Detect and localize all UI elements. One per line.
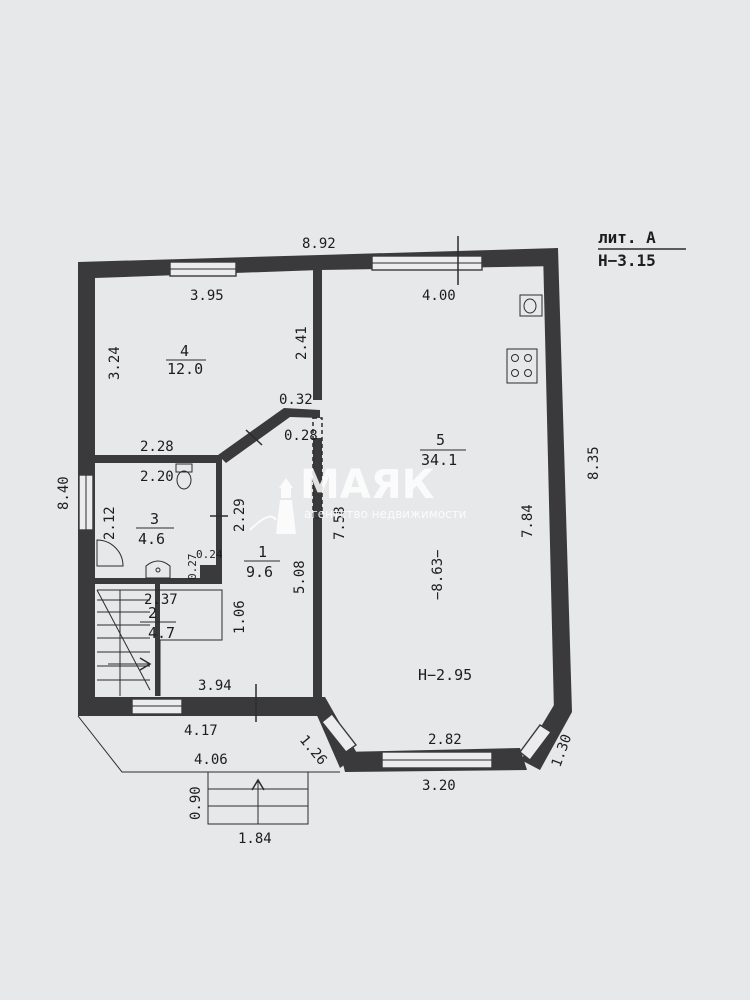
room-number: 1 bbox=[258, 543, 267, 561]
room-area: 34.1 bbox=[421, 451, 457, 469]
watermark-brand: МАЯК bbox=[300, 462, 435, 508]
dim-room3-b2: 0.24 bbox=[196, 548, 223, 561]
dim-room5-inner-right: 7.84 bbox=[520, 504, 536, 538]
washbasin-icon bbox=[145, 560, 171, 579]
dim-left-total: 8.40 bbox=[56, 476, 72, 510]
windows bbox=[78, 255, 553, 769]
room-5-label: 5 34.1 bbox=[420, 431, 466, 469]
dim-outer-bottom: 4.17 bbox=[184, 723, 218, 739]
dim-room4-right: 2.41 bbox=[294, 326, 310, 360]
dim-bay-inner: 2.82 bbox=[428, 732, 462, 748]
room-area: 12.0 bbox=[167, 360, 203, 378]
room-number: 4 bbox=[180, 342, 189, 360]
dim-bay-outer: 3.20 bbox=[422, 778, 456, 794]
room-area: 9.6 bbox=[246, 563, 273, 581]
dim-bay-left: 1.26 bbox=[296, 732, 330, 768]
shower-icon bbox=[96, 539, 124, 567]
dim-room4-top: 3.95 bbox=[190, 288, 224, 304]
toilet-icon bbox=[175, 463, 193, 490]
building-height: Н−3.15 bbox=[598, 251, 656, 270]
dim-room1-left: 1.06 bbox=[232, 600, 248, 634]
dim-room5-middle: −8.63− bbox=[430, 549, 446, 600]
room-1-label: 1 9.6 bbox=[244, 543, 280, 581]
dim-room1-right: 5.08 bbox=[292, 560, 308, 594]
room5-ceiling-height: Н−2.95 bbox=[418, 666, 472, 684]
dim-room3-top: 2.20 bbox=[140, 469, 174, 485]
dim-room5-inner-left: 7.58 bbox=[332, 506, 348, 540]
dim-room3-right: 2.29 bbox=[232, 498, 248, 532]
dim-right-total: 8.35 bbox=[586, 446, 602, 480]
dim-room5-top: 4.00 bbox=[422, 288, 456, 304]
door-marks bbox=[210, 236, 459, 722]
dim-steps-h: 0.90 bbox=[188, 786, 204, 820]
lit-label: лит. А bbox=[598, 228, 656, 247]
room-3-label: 3 4.6 bbox=[136, 510, 174, 548]
room-number: 2 bbox=[148, 604, 157, 622]
watermark-tagline: агентство недвижимости bbox=[304, 507, 466, 521]
watermark: МАЯК агентство недвижимости bbox=[249, 462, 466, 534]
room-2-label: 2 4.7 bbox=[140, 604, 176, 642]
dim-room3-b1: 0.27 bbox=[186, 554, 199, 581]
dim-room2-top: 2.37 bbox=[144, 592, 178, 608]
dim-room4-left: 3.24 bbox=[107, 346, 123, 380]
dim-room4-bottom: 2.28 bbox=[140, 439, 174, 455]
porch bbox=[77, 715, 340, 825]
dim-steps-w: 1.84 bbox=[238, 831, 272, 847]
lighthouse-icon bbox=[249, 478, 296, 534]
interior-stairs bbox=[96, 589, 223, 696]
fixtures bbox=[96, 294, 543, 579]
room-area: 4.7 bbox=[148, 624, 175, 642]
room-number: 3 bbox=[150, 510, 159, 528]
room-area: 4.6 bbox=[138, 530, 165, 548]
stove-icon bbox=[506, 348, 538, 384]
dim-top-total: 8.92 bbox=[302, 236, 336, 252]
dim-room1-bottom: 3.94 bbox=[198, 678, 232, 694]
room-4-label: 4 12.0 bbox=[166, 342, 206, 378]
dim-diag-b: 0.28 bbox=[284, 428, 318, 444]
dim-diag-a: 0.32 bbox=[279, 392, 313, 408]
room-number: 5 bbox=[436, 431, 445, 449]
dim-room3-left: 2.12 bbox=[102, 506, 118, 540]
dim-porch: 4.06 bbox=[194, 752, 228, 768]
sink-icon bbox=[519, 294, 543, 317]
